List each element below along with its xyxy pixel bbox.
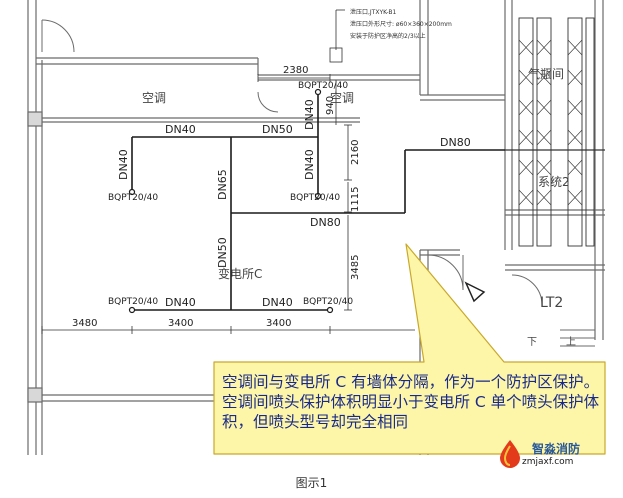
pipe-dn40-vert-left: DN40 bbox=[117, 149, 130, 180]
room-substation: 变电所C bbox=[218, 266, 262, 281]
dim-3400b: 3400 bbox=[266, 318, 291, 329]
nozzle-mid-right bbox=[314, 192, 322, 200]
dimension-lines bbox=[41, 74, 415, 334]
figure-caption: 图示1 bbox=[295, 476, 328, 490]
cylinder-rack bbox=[505, 17, 605, 247]
dim-3400a: 3400 bbox=[168, 318, 193, 329]
pipe-dn40-vert-upper: DN40 bbox=[303, 99, 316, 130]
nozzle-label-mid-left: BQPT20/40 bbox=[108, 193, 158, 203]
pipe-network bbox=[131, 92, 505, 311]
room-gas: 气瓶间 bbox=[528, 66, 564, 81]
stair-up: 上 bbox=[566, 336, 576, 348]
room-lt2: LT2 bbox=[540, 295, 563, 311]
note-text: 泄压口,JTXYK-B1 泄压口外形尺寸: ø60×360×200mm 安装于防… bbox=[350, 8, 452, 40]
callout-text: 空调间与变电所 C 有墙体分隔，作为一个防护区保护。空调间喷头保护体积明显小于变… bbox=[222, 373, 600, 431]
room-ac-right: 空调 bbox=[330, 91, 354, 105]
watermark-name: 智淼消防 bbox=[532, 442, 581, 456]
dim-2380: 2380 bbox=[283, 65, 308, 76]
note-line3: 安装于防护区净高的2/3以上 bbox=[350, 32, 426, 40]
dim-940: 940 bbox=[325, 96, 336, 115]
direction-triangle bbox=[464, 281, 486, 303]
watermark-logo bbox=[500, 440, 520, 468]
nozzle-bottom-right bbox=[326, 306, 334, 314]
note-line2: 泄压口外形尺寸: ø60×360×200mm bbox=[350, 20, 452, 28]
nozzle-labels: BQPT20/40 BQPT20/40 BQPT20/40 BQPT20/40 … bbox=[108, 81, 353, 307]
room-ac-left: 空调 bbox=[142, 91, 166, 105]
dim-3485: 3485 bbox=[350, 255, 361, 280]
nozzle-label-top-right: BQPT20/40 bbox=[298, 81, 348, 91]
pipe-dn40-bottom-right: DN40 bbox=[262, 296, 293, 309]
pipe-dn50-vert: DN50 bbox=[216, 237, 229, 268]
pipe-dn40-bottom-left: DN40 bbox=[165, 296, 196, 309]
nozzle-ac bbox=[314, 88, 322, 96]
stair-down: 下 bbox=[527, 337, 537, 348]
dimension-labels: 2380 940 2160 1115 3485 3480 3400 3400 bbox=[72, 65, 361, 329]
nozzle-label-bottom-right: BQPT20/40 bbox=[303, 297, 353, 307]
pipe-dn40-vert-mid: DN40 bbox=[303, 149, 316, 180]
note-line1: 泄压口,JTXYK-B1 bbox=[350, 8, 396, 16]
note-leader bbox=[329, 9, 345, 63]
room-system2: 系统2 bbox=[538, 175, 570, 189]
pipe-labels: DN40 DN50 DN40 DN40 DN40 DN65 DN50 DN80 … bbox=[117, 99, 471, 309]
pipe-dn80-mid: DN80 bbox=[310, 216, 341, 229]
pipe-dn40-top-left: DN40 bbox=[165, 123, 196, 136]
room-labels: 空调 空调 变电所C 气瓶间 系统2 LT2 下 上 bbox=[142, 66, 576, 348]
dim-1115: 1115 bbox=[350, 187, 361, 212]
callout-bubble bbox=[213, 243, 606, 455]
nozzle-label-bottom-left: BQPT20/40 bbox=[108, 297, 158, 307]
watermark-url: zmjaxf.com bbox=[522, 457, 574, 467]
pipe-dn50-top: DN50 bbox=[262, 123, 293, 136]
door-swings bbox=[41, 19, 595, 347]
pipe-dn65-vert: DN65 bbox=[216, 169, 229, 200]
nozzle-bottom-left bbox=[128, 306, 136, 314]
nozzle-mid-left bbox=[128, 188, 136, 196]
dim-2160: 2160 bbox=[350, 140, 361, 165]
nozzles bbox=[128, 88, 334, 314]
pipe-dn80-top: DN80 bbox=[440, 136, 471, 149]
dim-3480: 3480 bbox=[72, 318, 97, 329]
nozzle-label-mid-right: BQPT20/40 bbox=[290, 193, 340, 203]
